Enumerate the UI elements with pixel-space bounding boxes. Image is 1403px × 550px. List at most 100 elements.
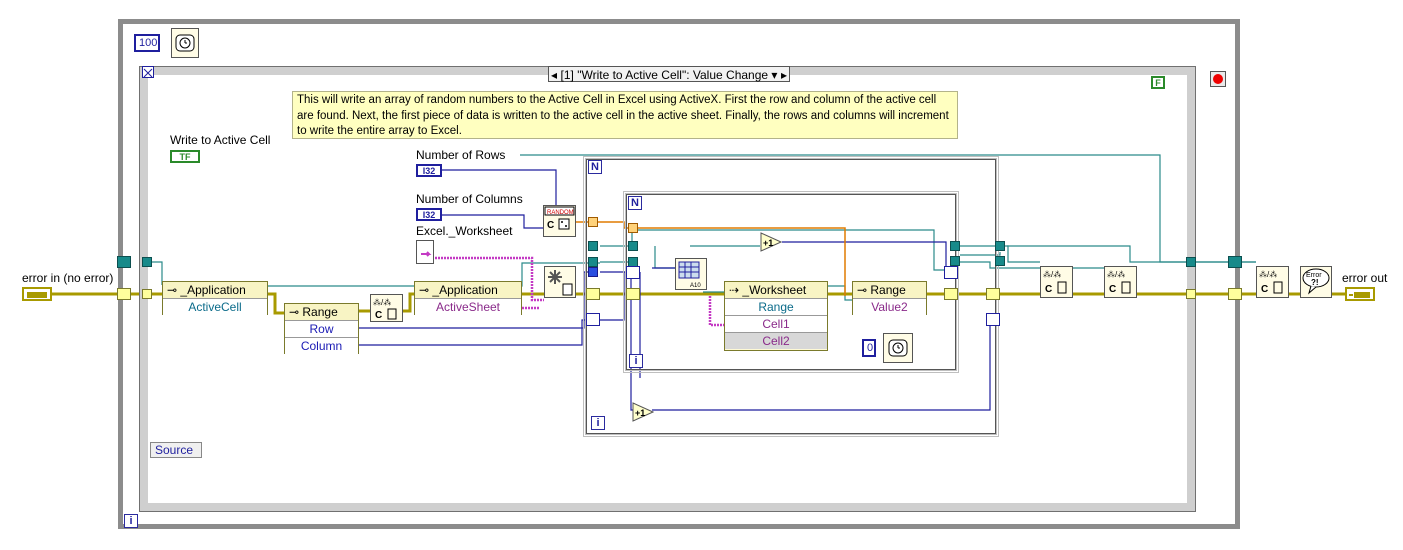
close-reference-icon[interactable]: ⁂/⁂C <box>370 294 403 322</box>
error-shift-register-left[interactable] <box>117 288 131 300</box>
error-out-label: error out <box>1342 271 1388 285</box>
error-in-terminal[interactable] <box>22 287 52 301</box>
column-shift-register-outer-right[interactable] <box>986 313 1000 326</box>
invoke-node-icon: ⇢ <box>729 283 743 297</box>
error-shift-register-outer[interactable] <box>586 288 600 300</box>
worksheet-node-header: ⇢ _Worksheet <box>725 282 827 299</box>
event-case-label: [1] "Write to Active Cell": Value Change <box>560 68 769 82</box>
close-reference-icon-3[interactable]: ⁂/⁂ C <box>1104 266 1137 298</box>
wait-ms-constant[interactable]: 100 <box>134 34 160 52</box>
svg-text:⁂/⁂: ⁂/⁂ <box>373 298 391 307</box>
error-out-terminal[interactable] <box>1345 287 1375 301</box>
cell1-parameter[interactable]: Cell1 <box>725 316 827 333</box>
number-of-rows-terminal[interactable]: I32 <box>416 164 442 177</box>
refnum-tunnel-event-out <box>1186 257 1196 267</box>
property-node-icon: ⊸ <box>419 283 433 297</box>
diagram-comment: This will write an array of random numbe… <box>292 91 958 139</box>
application-title-2: _Application <box>432 283 498 297</box>
sheet-tunnel-inner-out <box>950 256 960 266</box>
sheet-tunnel-outer-out <box>995 256 1005 266</box>
event-case-selector[interactable]: ◂ [1] "Write to Active Cell": Value Chan… <box>548 66 790 82</box>
application-title: _Application <box>180 283 246 297</box>
range-value2-node[interactable]: ⊸ Range Value2 <box>852 281 927 315</box>
outer-while-loop <box>118 19 1240 529</box>
error-shift-register-inner-right[interactable] <box>944 288 958 300</box>
property-node-icon: ⊸ <box>289 305 303 319</box>
svg-text:C: C <box>1109 284 1116 295</box>
application-activesheet-node[interactable]: ⊸ _Application ActiveSheet <box>414 281 522 315</box>
outer-loop-iteration-terminal[interactable]: i <box>124 514 138 528</box>
property-node-icon: ⊸ <box>167 283 181 297</box>
inner-for-loop-iteration[interactable]: i <box>629 354 643 368</box>
svg-text:RANDOM: RANDOM <box>547 210 574 216</box>
row-shift-register-inner-right[interactable] <box>944 266 958 279</box>
row-shift-register-inner[interactable] <box>626 266 640 279</box>
simple-error-handler-icon[interactable]: Error?! <box>1300 266 1332 298</box>
svg-text:⁂/⁂: ⁂/⁂ <box>1107 270 1125 279</box>
write-to-active-cell-terminal[interactable]: TF <box>170 150 200 163</box>
inner-wait-constant[interactable]: 0 <box>862 339 876 357</box>
stop-condition-icon[interactable] <box>1210 71 1226 87</box>
outer-for-loop-iteration[interactable]: i <box>591 416 605 430</box>
app-tunnel-outer <box>588 241 598 251</box>
increment-column-icon[interactable]: +1 <box>632 402 655 422</box>
close-reference-icon-4[interactable]: ⁂/⁂C <box>1256 266 1289 298</box>
application-node-header-2: ⊸ _Application <box>415 282 521 299</box>
number-of-columns-terminal[interactable]: I32 <box>416 208 442 221</box>
refnum-shift-register-right[interactable] <box>1228 256 1242 268</box>
refnum-shift-register-left[interactable] <box>117 256 131 268</box>
column-shift-register-outer[interactable] <box>586 313 600 326</box>
svg-text:C: C <box>1261 284 1268 295</box>
activecell-property[interactable]: ActiveCell <box>163 299 267 315</box>
number-of-columns-label: Number of Columns <box>416 192 523 206</box>
svg-text:+1: +1 <box>635 408 645 418</box>
event-data-node-source[interactable]: Source <box>150 442 202 458</box>
svg-text:⁂/⁂: ⁂/⁂ <box>1043 270 1061 279</box>
increment-row-icon[interactable]: +1 <box>760 232 783 252</box>
app-tunnel-outer-out <box>995 241 1005 251</box>
random-tunnel-outer <box>588 217 598 227</box>
random-number-icon[interactable]: RANDOM C <box>543 205 576 237</box>
svg-text:?!: ?! <box>1311 278 1319 287</box>
range-row-column-node[interactable]: ⊸ Range Row Column <box>284 303 359 354</box>
range-node-header: ⊸ Range <box>285 304 358 321</box>
application-node-header: ⊸ _Application <box>163 282 267 299</box>
worksheet-range-method[interactable]: Range <box>725 299 827 316</box>
error-in-label: error in (no error) <box>22 271 114 285</box>
chevron-left-icon[interactable]: ◂ <box>550 68 558 82</box>
write-to-active-cell-label: Write to Active Cell <box>170 133 271 147</box>
inner-for-loop-count-terminal[interactable]: N <box>628 196 642 210</box>
error-shift-register-inner[interactable] <box>626 288 640 300</box>
activesheet-property[interactable]: ActiveSheet <box>415 299 521 315</box>
chevron-down-icon[interactable]: ▾ <box>771 68 778 82</box>
svg-text:C: C <box>1045 284 1052 295</box>
application-activecell-node[interactable]: ⊸ _Application ActiveCell <box>162 281 268 315</box>
stop-false-constant[interactable]: F <box>1151 76 1165 89</box>
column-property[interactable]: Column <box>285 338 358 354</box>
property-node-icon: ⊸ <box>857 283 871 297</box>
close-reference-icon-2[interactable]: ⁂/⁂ C <box>1040 266 1073 298</box>
sheet-tunnel-outer <box>588 257 598 267</box>
to-more-specific-class-icon[interactable] <box>544 266 576 298</box>
row-column-to-cell-icon[interactable]: A10 <box>675 258 707 290</box>
wait-ms-icon[interactable] <box>171 28 199 58</box>
row-tunnel-outer <box>588 267 598 277</box>
inner-wait-icon[interactable] <box>883 333 913 363</box>
cell2-parameter[interactable]: Cell2 <box>725 333 827 349</box>
svg-text:+1: +1 <box>763 238 773 248</box>
worksheet-range-invoke-node[interactable]: ⇢ _Worksheet Range Cell1 Cell2 <box>724 281 828 351</box>
source-label: Source <box>155 443 194 457</box>
chevron-right-icon[interactable]: ▸ <box>780 68 788 82</box>
outer-for-loop-count-terminal[interactable]: N <box>588 160 602 174</box>
row-property[interactable]: Row <box>285 321 358 338</box>
error-shift-register-outer-right[interactable] <box>986 288 1000 300</box>
error-shift-register-right[interactable] <box>1228 288 1242 300</box>
svg-text:C: C <box>547 220 554 231</box>
number-of-rows-label: Number of Rows <box>416 148 506 162</box>
timeout-terminal-icon[interactable] <box>142 66 154 78</box>
worksheet-refnum-icon[interactable] <box>416 240 434 264</box>
value2-property[interactable]: Value2 <box>853 299 926 315</box>
error-tunnel-event-out <box>1186 289 1196 299</box>
range2-title: Range <box>870 283 906 297</box>
